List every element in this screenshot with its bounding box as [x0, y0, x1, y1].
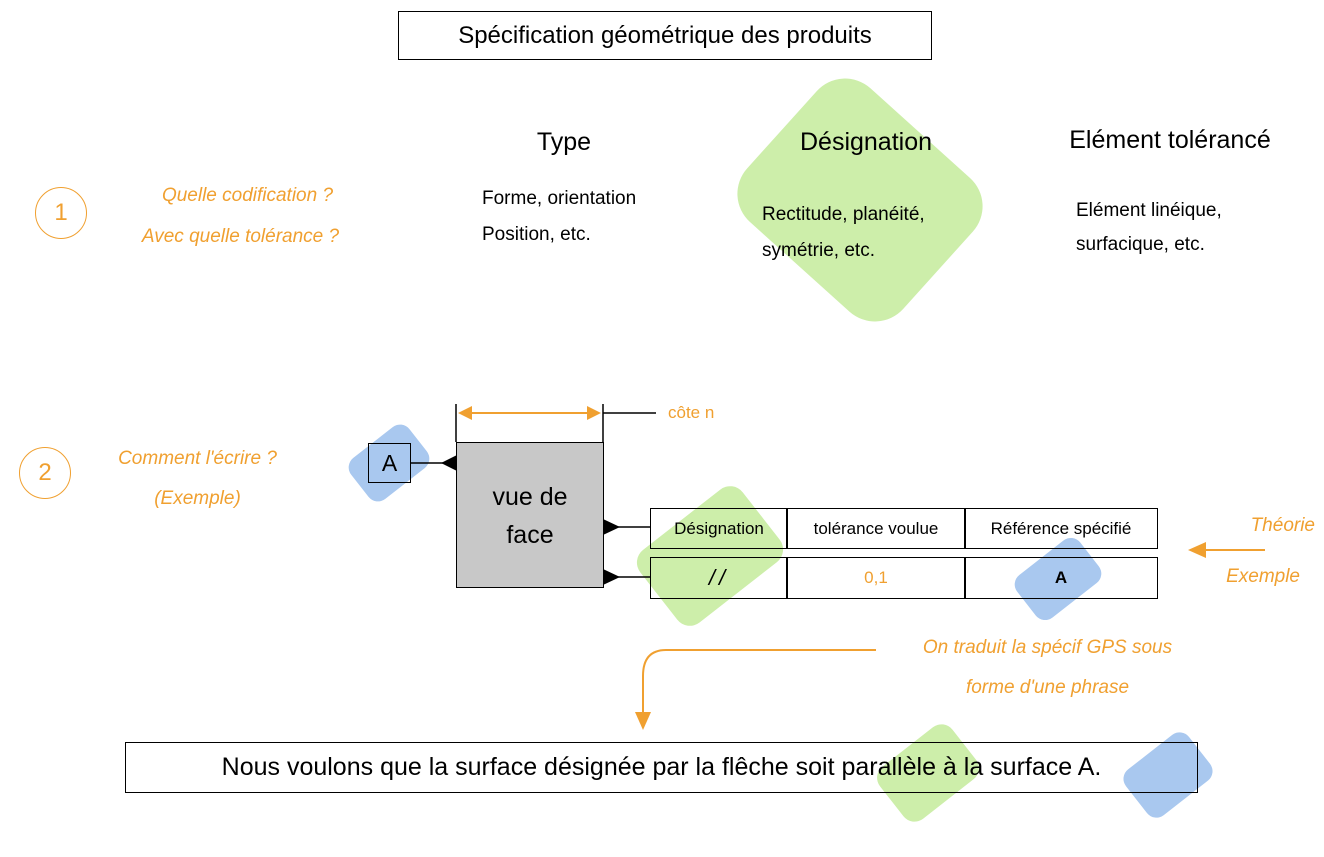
- step-2-question-line1: Comment l'écrire ?: [118, 448, 277, 469]
- tolerated-element-heading: Elément tolérancé: [1069, 126, 1271, 154]
- frame-value-designation: //: [650, 557, 788, 599]
- frame-reference-highlight: [1014, 537, 1102, 621]
- note-curved-arrow: [642, 649, 876, 713]
- tolerated-element-description-line2: surfacique, etc.: [1076, 234, 1205, 255]
- step-2-badge: 2: [19, 447, 71, 499]
- theory-example-arrowhead: [1188, 542, 1206, 558]
- datum-triangle: [441, 455, 457, 471]
- parallelism-symbol: //: [708, 565, 730, 590]
- example-label: Exemple: [1226, 566, 1300, 587]
- designation-highlight: [737, 78, 983, 322]
- front-view-block: vue de face: [456, 442, 604, 588]
- theory-label: Théorie: [1250, 515, 1315, 536]
- frame-value-reference: A: [964, 557, 1158, 599]
- designation-heading: Désignation: [799, 128, 933, 156]
- front-view-label-line1: vue de: [492, 483, 568, 511]
- dimension-arrowhead-right: [587, 406, 601, 420]
- frame-header-triangle: [603, 519, 620, 535]
- frame-designation-highlight: [636, 486, 784, 626]
- type-description-line1: Forme, orientation: [482, 188, 637, 209]
- designation-description-line1: Rectitude, planéité,: [762, 204, 925, 225]
- page-title: Spécification géométrique des produits: [458, 21, 872, 49]
- step-2-question-line2: (Exemple): [154, 488, 241, 509]
- frame-header-designation: Désignation: [650, 508, 788, 549]
- type-description-line2: Position, etc.: [482, 224, 591, 245]
- sentence-datum-highlight: [1123, 732, 1213, 818]
- frame-value-tolerance-label: 0,1: [864, 568, 888, 587]
- step-1-number: 1: [54, 199, 68, 226]
- frame-header-reference: Référence spécifié: [964, 508, 1158, 549]
- frame-header-tolerance-label: tolérance voulue: [813, 518, 939, 538]
- title-box: Spécification géométrique des produits: [398, 11, 932, 60]
- dimension-label: côte n: [668, 403, 715, 422]
- dimension-arrowhead-left: [458, 406, 472, 420]
- frame-value-reference-label: A: [1054, 568, 1068, 587]
- frame-value-triangle: [603, 569, 620, 585]
- sentence-text: Nous voulons que la surface désignée par…: [221, 753, 1102, 781]
- note-arrowhead: [635, 712, 651, 730]
- step-2-number: 2: [38, 459, 52, 486]
- front-view-label-line2: face: [506, 521, 554, 549]
- designation-description-line2: symétrie, etc.: [762, 240, 875, 261]
- step-1-badge: 1: [35, 187, 87, 239]
- datum-letter: A: [381, 449, 398, 476]
- sentence-parallel-highlight: [877, 724, 979, 822]
- frame-header-reference-label: Référence spécifié: [990, 518, 1132, 538]
- type-heading: Type: [536, 128, 592, 156]
- step-1-question-line2: Avec quelle tolérance ?: [141, 226, 340, 247]
- frame-header-tolerance: tolérance voulue: [786, 508, 966, 549]
- frame-header-designation-label: Désignation: [674, 518, 764, 538]
- note-line2: forme d'une phrase: [965, 677, 1130, 698]
- tolerated-element-description-line1: Elément linéique,: [1076, 200, 1222, 221]
- step-1-question-line1: Quelle codification ?: [161, 185, 334, 206]
- datum-box: A: [368, 443, 411, 483]
- sentence-box: Nous voulons que la surface désignée par…: [125, 742, 1198, 793]
- note-line1: On traduit la spécif GPS sous: [922, 637, 1173, 658]
- frame-value-tolerance: 0,1: [786, 557, 966, 599]
